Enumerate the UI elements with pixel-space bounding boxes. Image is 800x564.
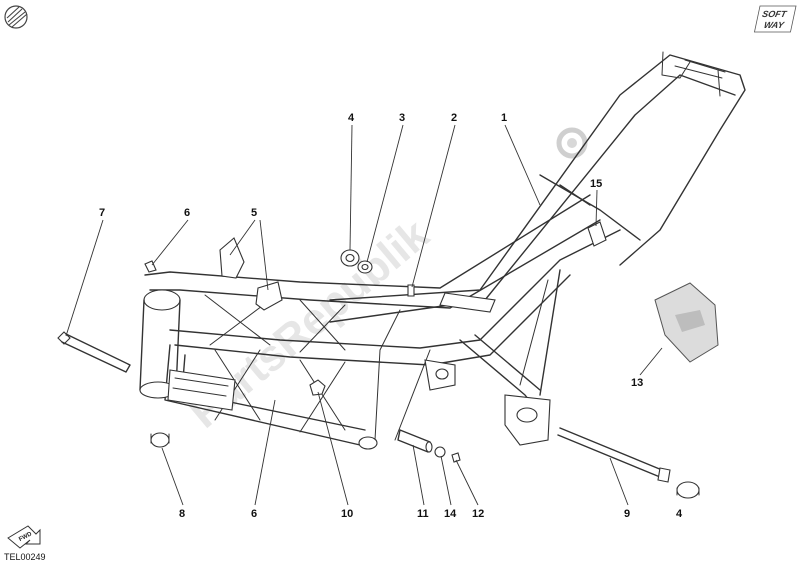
- watermark-gear-icon: [556, 127, 588, 159]
- callout-8: 8: [179, 508, 185, 520]
- callout-1: 1: [501, 112, 507, 124]
- spindle-part-9: [557, 427, 671, 483]
- callout-3: 3: [399, 112, 405, 124]
- callout-7: 7: [99, 207, 105, 219]
- callout-5: 5: [251, 207, 257, 219]
- washer-part-14: [434, 446, 446, 458]
- logo-line1: SOFT: [761, 9, 789, 19]
- callout-12: 12: [472, 508, 484, 520]
- nut-part-10: [309, 379, 326, 396]
- callout-9: 9: [624, 508, 630, 520]
- callout-4: 4: [348, 112, 355, 124]
- drawing-code: TEL00249: [4, 552, 46, 562]
- screw-part-6-top: [144, 260, 157, 273]
- long-bolt-part-7: [57, 331, 131, 373]
- callout-labels: 1 2 3 4 4 5 6 6 7 8 9 10 11 12 13 14 15: [99, 112, 683, 520]
- callout-10: 10: [341, 508, 353, 520]
- leader-lines: [65, 124, 663, 506]
- callout-13: 13: [631, 377, 643, 389]
- callout-14: 14: [444, 508, 457, 520]
- fwd-arrow-icon: FWD: [7, 525, 41, 549]
- callout-11: 11: [417, 508, 429, 520]
- motorcycle-frame: [139, 51, 746, 450]
- grommet-part-4-top: [340, 249, 360, 267]
- spacer-part-11: [397, 429, 433, 453]
- grommet-part-4-bottom: [676, 481, 700, 499]
- screw-part-2: [407, 284, 415, 297]
- callout-6: 6: [251, 508, 257, 520]
- decal-part-13: [654, 282, 719, 363]
- callout-15: 15: [590, 178, 602, 190]
- screw-part-12: [451, 452, 461, 463]
- cap-part-5: [219, 237, 283, 311]
- logo-line2: WAY: [763, 20, 786, 30]
- corner-badge-icon: [4, 5, 28, 29]
- softway-logo: SOFT WAY: [753, 5, 797, 33]
- callout-4: 4: [676, 508, 683, 520]
- callout-6: 6: [184, 207, 190, 219]
- bushing-part-8: [150, 432, 170, 448]
- steering-head: [143, 289, 181, 311]
- callout-2: 2: [451, 112, 457, 124]
- bushing-part-3: [357, 260, 373, 274]
